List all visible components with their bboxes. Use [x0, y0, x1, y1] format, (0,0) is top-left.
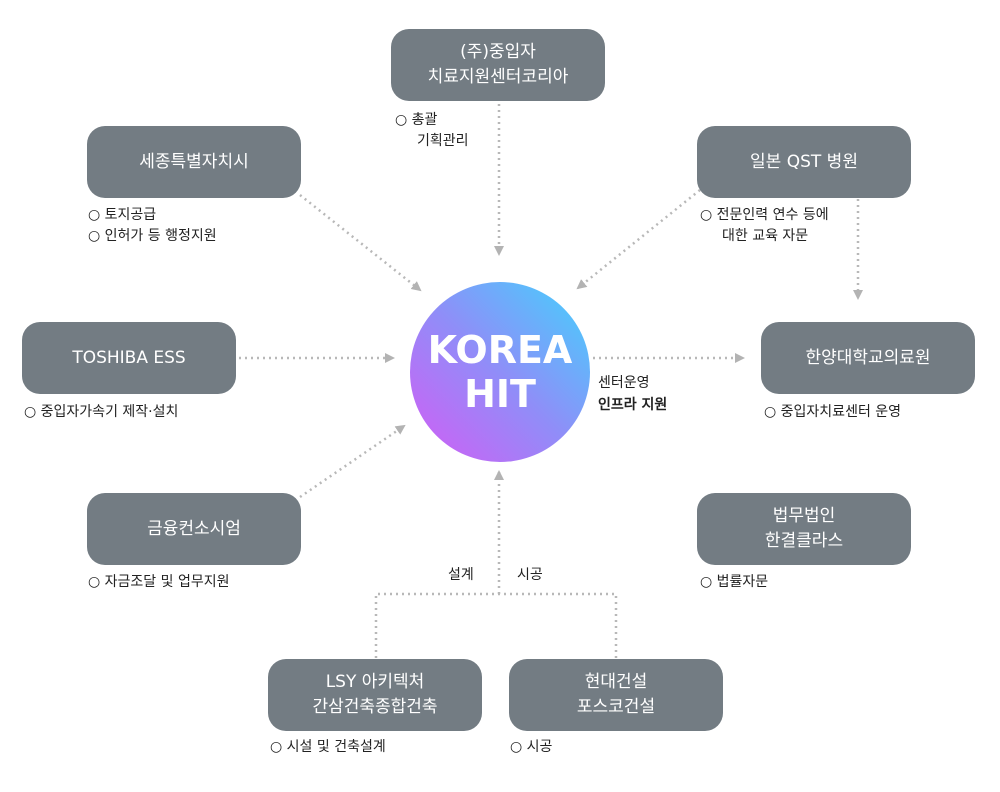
- node-qst-line1: 일본 QST 병원: [750, 151, 858, 172]
- arrow-finance: [299, 424, 406, 499]
- note-line: 기획관리: [417, 133, 469, 149]
- note-line: ○ 전문인력 연수 등에: [700, 207, 829, 223]
- node-lsy-line2: 간삼건축종합건축: [312, 697, 438, 717]
- node-qst: 일본 QST 병원: [697, 126, 911, 198]
- note-line: ○ 중입자치료센터 운영: [764, 404, 902, 420]
- node-law-line2: 한결클라스: [764, 531, 844, 551]
- note-line: ○ 법률자문: [700, 574, 769, 590]
- node-sejong-note: ○ 토지공급 ○ 인허가 등 행정지원: [88, 205, 217, 247]
- node-sejong: 세종특별자치시: [87, 126, 301, 198]
- node-top-note: ○ 총괄 기획관리: [395, 110, 469, 152]
- node-sejong-line1: 세종특별자치시: [139, 151, 249, 172]
- node-top-line1: (주)중입자: [460, 42, 536, 62]
- node-toshiba-note: ○ 중입자가속기 제작·설치: [24, 402, 178, 423]
- node-finance-line1: 금융컨소시엄: [147, 518, 241, 539]
- node-hanyang: 한양대학교의료원: [761, 322, 975, 394]
- arrow-qst: [576, 189, 701, 290]
- center-note: 센터운영 인프라 지원: [598, 372, 667, 416]
- note-line: ○ 토지공급: [88, 207, 157, 223]
- label-design: 설계: [448, 567, 474, 583]
- node-top: (주)중입자 치료지원센터코리아: [391, 29, 605, 101]
- center-note-line2: 인프라 지원: [598, 397, 668, 413]
- node-hyundai-line1: 현대건설: [584, 672, 648, 692]
- note-line: ○ 인허가 등 행정지원: [88, 228, 217, 244]
- note-line: ○ 시공: [510, 739, 553, 755]
- node-lsy: LSY 아키텍처 간삼건축종합건축: [268, 659, 482, 731]
- node-finance: 금융컨소시엄: [87, 493, 301, 565]
- node-qst-note: ○ 전문인력 연수 등에 대한 교육 자문: [700, 205, 829, 247]
- note-line: ○ 시설 및 건축설계: [270, 739, 386, 755]
- node-law-line1: 법무법인: [772, 506, 836, 526]
- center-note-line1: 센터운영: [598, 375, 650, 391]
- note-line: ○ 자금조달 및 업무지원: [88, 574, 230, 590]
- node-law-note: ○ 법률자문: [700, 572, 768, 593]
- node-hyundai-note: ○ 시공: [510, 737, 552, 758]
- node-law: 법무법인 한결클라스: [697, 493, 911, 565]
- node-top-line2: 치료지원센터코리아: [427, 67, 569, 87]
- bracket-bottom: [374, 592, 618, 658]
- node-toshiba-line1: TOSHIBA ESS: [72, 347, 186, 368]
- node-toshiba: TOSHIBA ESS: [22, 322, 236, 394]
- node-hanyang-line1: 한양대학교의료원: [805, 347, 931, 368]
- node-hanyang-note: ○ 중입자치료센터 운영: [764, 402, 901, 423]
- node-hyundai: 현대건설 포스코건설: [509, 659, 723, 731]
- node-lsy-note: ○ 시설 및 건축설계: [270, 737, 386, 758]
- node-lsy-line1: LSY 아키텍처: [325, 672, 425, 692]
- center-title-line1: KOREA: [427, 328, 573, 372]
- note-line: ○ 총괄: [395, 112, 438, 128]
- label-construction: 시공: [517, 567, 543, 583]
- note-line: 대한 교육 자문: [722, 228, 809, 244]
- node-finance-note: ○ 자금조달 및 업무지원: [88, 572, 230, 593]
- korea-hit-circle: KOREA HIT: [410, 282, 590, 462]
- note-line: ○ 중입자가속기 제작·설치: [24, 404, 179, 420]
- arrow-sejong: [299, 194, 422, 292]
- node-hyundai-line2: 포스코건설: [576, 697, 656, 717]
- center-title-line2: HIT: [464, 372, 536, 416]
